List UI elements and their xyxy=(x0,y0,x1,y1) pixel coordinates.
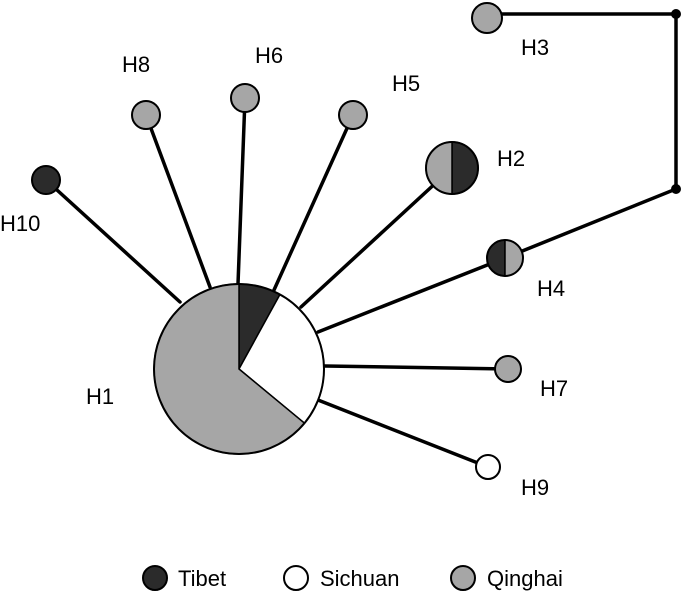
edge-h1-h10 xyxy=(44,178,182,304)
edge-h1-h2 xyxy=(299,166,454,309)
label-h10: H10 xyxy=(0,211,40,236)
node-h5 xyxy=(338,100,368,130)
edge-h1-h7 xyxy=(323,364,510,371)
legend-label-sichuan: Sichuan xyxy=(320,566,400,591)
slice-h4-tibet xyxy=(486,239,506,277)
node-outline xyxy=(31,165,61,195)
label-h2: H2 xyxy=(497,146,525,171)
node-outline xyxy=(471,2,503,34)
node-h7 xyxy=(494,355,522,383)
label-h6: H6 xyxy=(255,43,283,68)
node-outline xyxy=(230,83,260,113)
node-outline xyxy=(338,100,368,130)
node-h6 xyxy=(230,83,260,113)
node-h9 xyxy=(475,454,501,480)
edge-h1-h5 xyxy=(272,113,355,292)
edges xyxy=(44,9,681,469)
node-outline xyxy=(153,283,325,455)
label-h9: H9 xyxy=(521,475,549,500)
edge-h1-h8 xyxy=(144,113,212,289)
node-labels: H1 H2 H3 H4 H5 H6 H7 H8 H9 H10 xyxy=(0,35,568,500)
legend-label-qinghai: Qinghai xyxy=(487,566,563,591)
median-vertex xyxy=(671,9,681,19)
label-h1: H1 xyxy=(86,384,114,409)
label-h3: H3 xyxy=(521,35,549,60)
legend-swatch-sichuan xyxy=(283,565,309,591)
slice-h2-tibet xyxy=(451,141,479,195)
label-h4: H4 xyxy=(537,276,565,301)
edge-h1-h4 xyxy=(316,256,507,334)
node-h10 xyxy=(31,165,61,195)
label-h5: H5 xyxy=(392,71,420,96)
node-h1 xyxy=(153,283,325,455)
node-outline xyxy=(425,141,479,195)
median-vertex xyxy=(671,184,681,194)
slice-h4-qinghai xyxy=(504,239,524,277)
node-h8 xyxy=(131,100,161,130)
node-outline xyxy=(486,239,524,277)
legend-label-tibet: Tibet xyxy=(178,566,226,591)
edge-h1-h9 xyxy=(316,398,490,469)
legend: Tibet Sichuan Qinghai xyxy=(142,565,563,591)
legend-swatch-qinghai xyxy=(450,565,476,591)
edge-h4-h3 xyxy=(485,12,678,260)
label-h8: H8 xyxy=(122,52,150,77)
label-h7: H7 xyxy=(540,376,568,401)
node-outline xyxy=(131,100,161,130)
node-h2 xyxy=(425,141,479,195)
nodes xyxy=(31,2,524,480)
node-outline xyxy=(494,355,522,383)
node-outline xyxy=(475,454,501,480)
edge-h1-h6 xyxy=(236,96,247,286)
node-h3 xyxy=(471,2,503,34)
node-h4 xyxy=(486,239,524,277)
legend-swatch-tibet xyxy=(142,565,168,591)
